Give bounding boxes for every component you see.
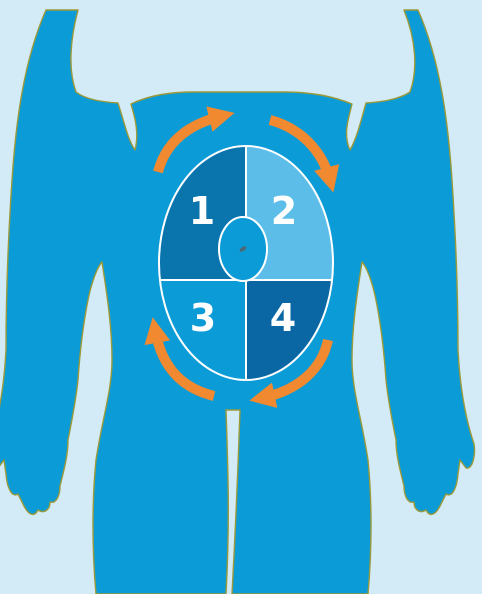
quadrant-1-label: 1: [189, 189, 215, 233]
quadrant-2-label: 2: [271, 189, 297, 233]
quadrant-3-label: 3: [190, 296, 216, 340]
quadrant-4-label: 4: [270, 296, 296, 340]
